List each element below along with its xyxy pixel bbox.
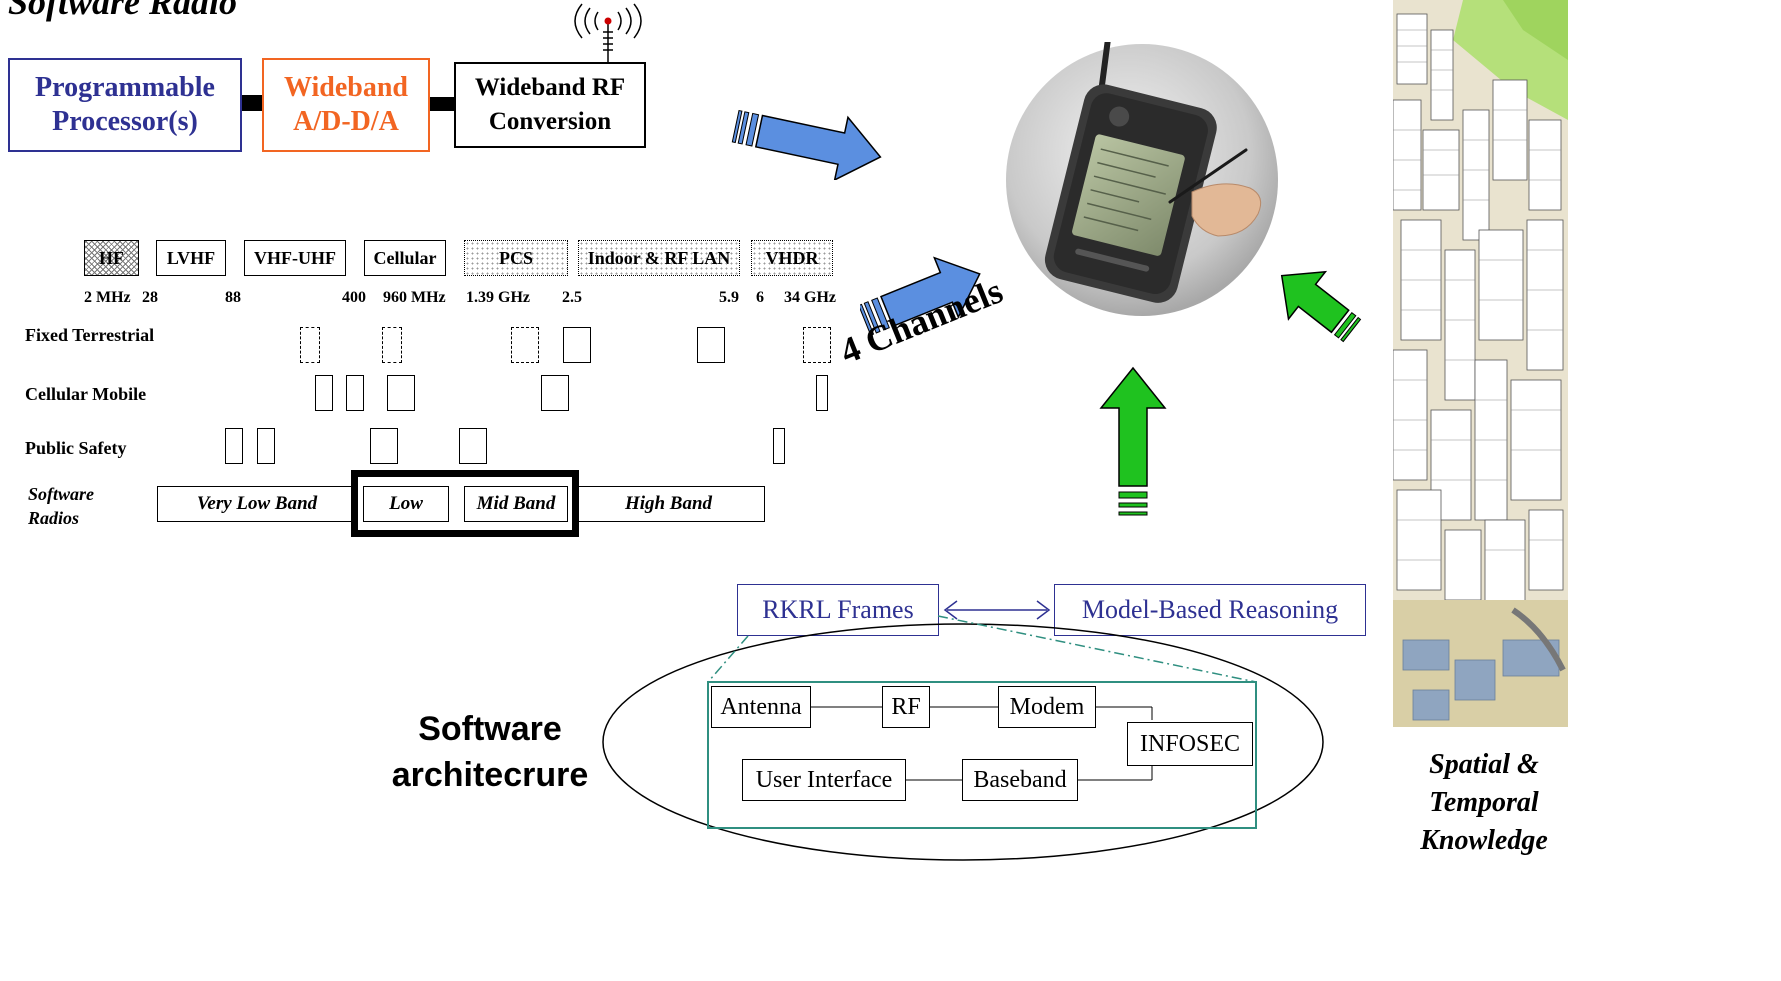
tick-label: 34 GHz (784, 289, 836, 306)
programmable-processor-label: Programmable Processor(s) (35, 72, 215, 137)
tick-label: 1.39 GHz (466, 289, 530, 306)
arch-user-interface-box: User Interface (742, 759, 906, 801)
tick-label: 960 MHz (383, 289, 446, 306)
arch-baseband-box: Baseband (962, 759, 1078, 801)
connector-2 (430, 97, 454, 111)
arch-modem-box: Modem (998, 686, 1096, 728)
band-pcs: PCS (464, 240, 568, 276)
wideband-adda-label: Wideband A/D-D/A (284, 72, 408, 137)
band-hf: HF (84, 240, 139, 276)
allocation-slot (315, 375, 333, 411)
allocation-slot (382, 327, 402, 363)
allocation-slot (541, 375, 569, 411)
tick-label: 2.5 (562, 289, 582, 306)
tick-label: 6 (756, 289, 764, 306)
sr-band-high: High Band (572, 486, 765, 522)
software-architecture-label: Software architecrure (391, 710, 589, 794)
programmable-processor-block: Programmable Processor(s) (8, 58, 242, 152)
sr-band-very-low: Very Low Band (157, 486, 357, 522)
sr-band-mid: Mid Band (464, 486, 568, 522)
row-label-fixed-terrestrial: Fixed Terrestrial (25, 325, 155, 345)
row-label-cellular-mobile: Cellular Mobile (25, 384, 147, 404)
allocation-slot (387, 375, 415, 411)
band-vhdr: VHDR (751, 240, 833, 276)
tick-label: 5.9 (719, 289, 739, 306)
spatial-temporal-label: Spatial & Temporal Knowledge (1420, 749, 1548, 856)
antenna-icon (574, 3, 642, 62)
wideband-adda-block: Wideband A/D-D/A (262, 58, 430, 152)
row-label-public-safety: Public Safety (25, 438, 127, 458)
green-arrow-left (1280, 270, 1362, 343)
allocation-slot (511, 327, 539, 363)
band-vhf-uhf: VHF-UHF (244, 240, 346, 276)
blue-arrow-upper (731, 109, 882, 180)
green-arrow-up (1099, 366, 1167, 516)
allocation-slot (563, 327, 591, 363)
tick-label: 88 (225, 289, 241, 306)
allocation-slot (816, 375, 828, 411)
page-title: Software Radio (8, 0, 238, 22)
arch-antenna-box: Antenna (711, 686, 811, 728)
allocation-slot (370, 428, 398, 464)
allocation-slot (459, 428, 487, 464)
band-lvhf: LVHF (156, 240, 226, 276)
city-map-image (1393, 0, 1568, 727)
allocation-slot (257, 428, 275, 464)
allocation-slot (803, 327, 831, 363)
allocation-slot (773, 428, 785, 464)
bidirectional-arrow (943, 600, 1051, 620)
connector-1 (242, 95, 262, 111)
allocation-slot (225, 428, 243, 464)
wideband-rf-label: Wideband RF Conversion (474, 74, 626, 135)
allocation-slot (346, 375, 364, 411)
tick-label: 400 (342, 289, 366, 306)
blue-arrow-lower (860, 256, 981, 336)
handheld-device-image (1006, 42, 1278, 316)
tick-label: 28 (142, 289, 158, 306)
model-based-reasoning-box: Model-Based Reasoning (1054, 584, 1366, 636)
tick-label: 2 MHz (84, 289, 131, 306)
rkrl-frames-box: RKRL Frames (737, 584, 939, 636)
allocation-slot (300, 327, 320, 363)
allocation-slot (697, 327, 725, 363)
band-cellular: Cellular (364, 240, 446, 276)
arch-rf-box: RF (882, 686, 930, 728)
band-indoor-rf-lan: Indoor & RF LAN (578, 240, 740, 276)
arch-infosec-box: INFOSEC (1127, 722, 1253, 766)
wideband-rf-block: Wideband RF Conversion (454, 62, 646, 148)
sr-band-low: Low (363, 486, 449, 522)
software-radios-label: Software Radios (28, 484, 95, 528)
